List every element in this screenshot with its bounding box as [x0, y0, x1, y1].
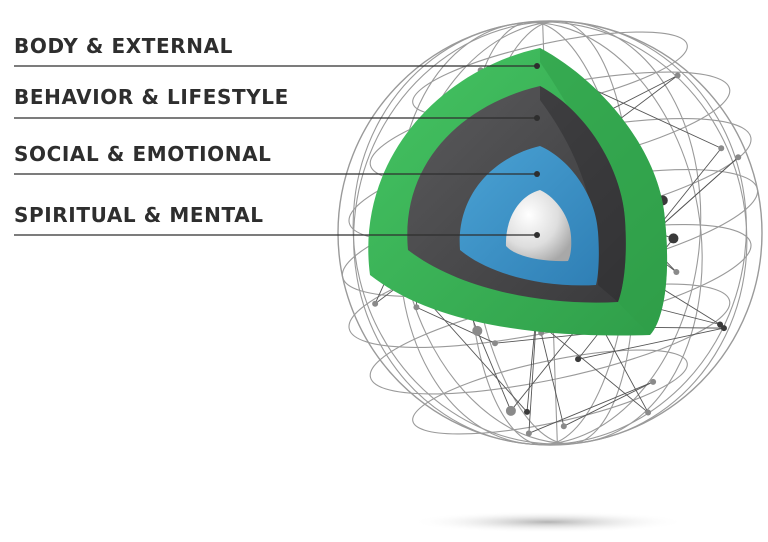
sphere-meridian [353, 20, 747, 446]
leader-dot-behavior [534, 115, 540, 121]
network-node [492, 340, 499, 347]
network-node [645, 409, 652, 416]
network-node [525, 430, 532, 437]
label-social-emotional: SOCIAL & EMOTIONAL [14, 142, 272, 166]
network-link [577, 327, 725, 360]
network-link [416, 306, 496, 344]
network-node [560, 423, 567, 430]
label-body-external: BODY & EXTERNAL [14, 34, 233, 58]
layer-spiritual-mental [505, 190, 572, 262]
sphere-parallel [412, 349, 688, 435]
network-node [523, 408, 530, 415]
network-node [650, 378, 657, 385]
network-node [673, 269, 680, 276]
network-link [563, 381, 654, 427]
cutaway-layers [368, 48, 668, 336]
network-node [575, 356, 582, 363]
network-link [528, 381, 654, 434]
network-link [649, 327, 724, 329]
network-node [668, 233, 679, 244]
layer-behavior-lifestyle-side [540, 86, 626, 302]
network-node [472, 325, 483, 336]
leader-dots [534, 63, 540, 238]
network-node [718, 145, 725, 152]
ground-shadow [410, 511, 686, 533]
leader-dot-spiritual [534, 232, 540, 238]
leader-lines [14, 65, 537, 236]
network-node [735, 154, 742, 161]
label-behavior-lifestyle: BEHAVIOR & LIFESTYLE [14, 85, 289, 109]
network-link [476, 330, 512, 412]
network-node [413, 304, 420, 311]
label-spiritual-mental: SPIRITUAL & MENTAL [14, 203, 264, 227]
network-node [717, 321, 724, 328]
layer-body-external-side [540, 48, 668, 335]
leader-dot-body [534, 63, 540, 69]
network-node [674, 72, 681, 79]
leader-dot-social [534, 171, 540, 177]
network-node [505, 405, 516, 416]
network-node [720, 325, 727, 332]
network-node [372, 300, 379, 307]
